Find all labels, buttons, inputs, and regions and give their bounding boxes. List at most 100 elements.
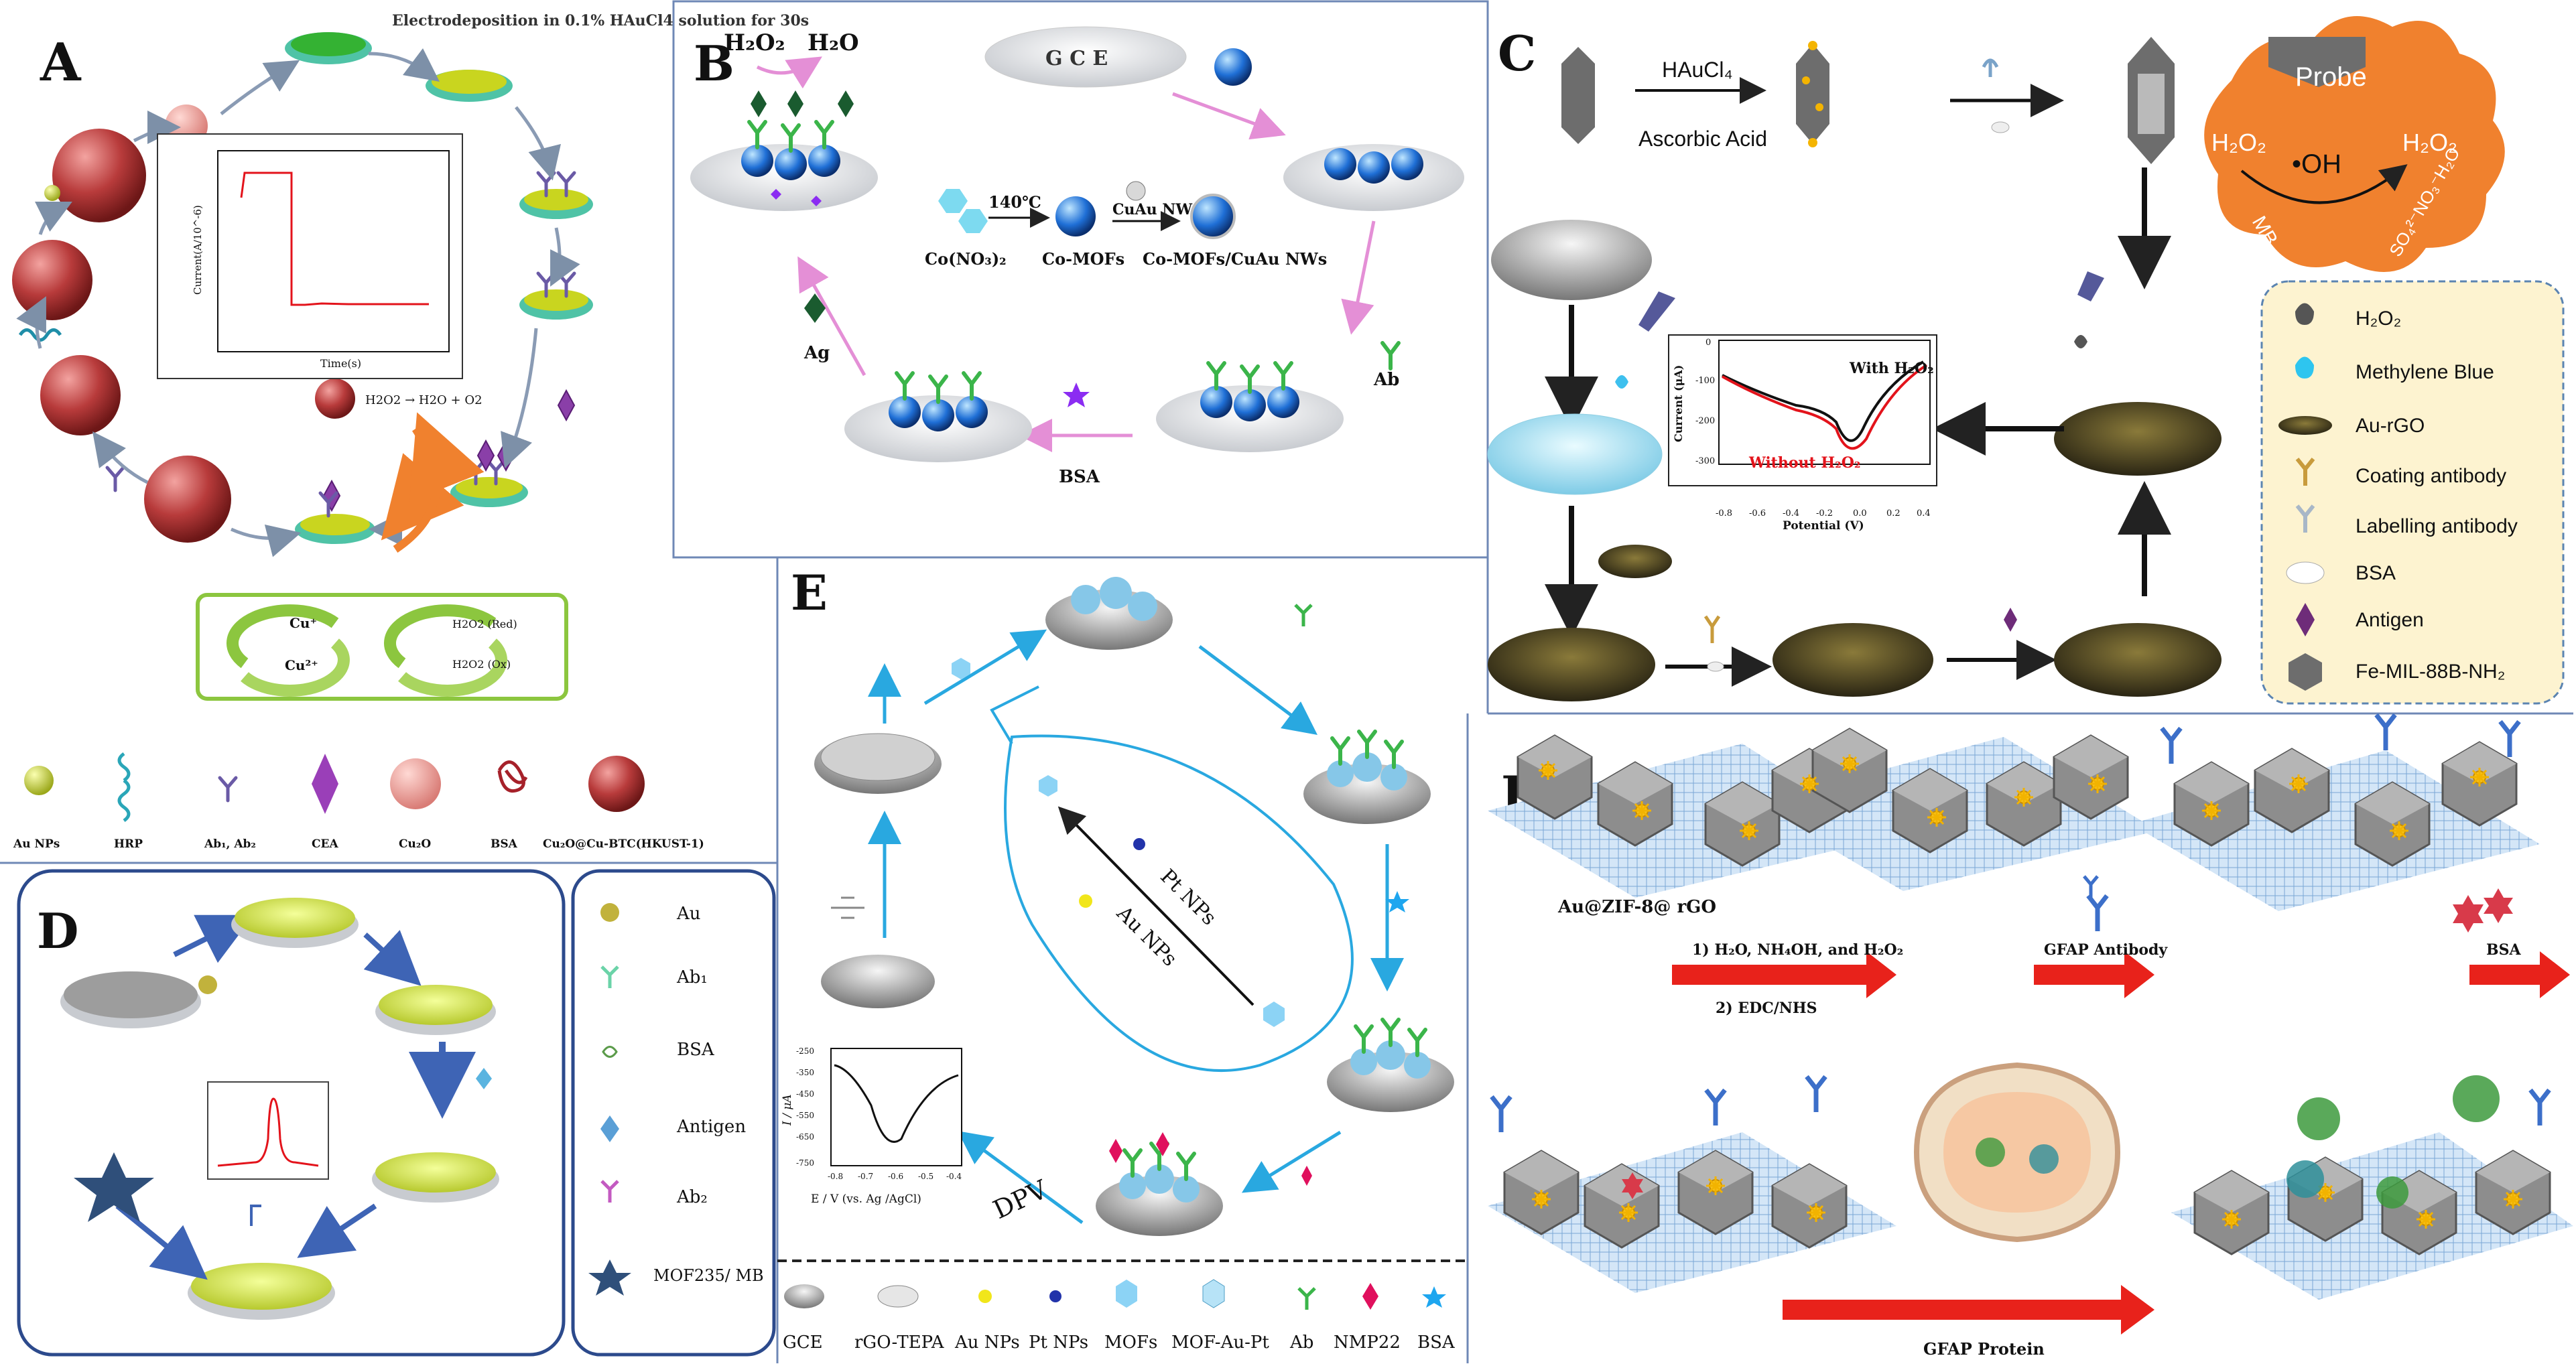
c-ytick-0: 0 — [1705, 338, 1711, 348]
c-xtick-1: -0.6 — [1749, 508, 1766, 519]
e-legend-mofs: MOFs — [1104, 1333, 1157, 1353]
c-xtick-2: -0.4 — [1783, 508, 1799, 519]
legend-hkust-icon — [588, 756, 645, 812]
d-legend-mof: MOF235/ MB — [653, 1266, 764, 1285]
e-legend-rgo: rGO-TEPA — [854, 1333, 945, 1353]
e-xtick-1: -0.7 — [858, 1172, 873, 1181]
e-legend-au: Au NPs — [954, 1333, 1020, 1353]
legend-fe-mil-icon — [2289, 653, 2322, 691]
e-xlabel: E / V (vs. Ag /AgCl) — [811, 1192, 921, 1206]
panel-c-letter: C — [1498, 25, 1536, 82]
c-legend-au-rgo: Au-rGO — [2356, 415, 2425, 437]
e-pt-nps: Pt NPs — [1155, 865, 1220, 930]
e-dpv: DPV — [988, 1174, 1052, 1225]
d-legend-bsa: BSA — [677, 1040, 715, 1060]
e-legend-pt-icon — [1049, 1290, 1061, 1302]
e-legend-gce-icon — [784, 1284, 824, 1308]
c-inset-xlabel: Potential (V) — [1783, 519, 1864, 533]
panel-a: A Electrodeposition in 0.1% HAuCl4 solut… — [12, 12, 809, 851]
d-legend-ab1-icon — [600, 965, 619, 988]
panel-b: B H₂O₂ H₂O G C E Ab — [690, 26, 1464, 487]
b-ag: Ag — [803, 343, 830, 363]
panel-a-reaction: H2O2 → H2O + O2 — [365, 393, 482, 407]
c-legend-fe-mil: Fe-MIL-88B-NH₂ — [2356, 661, 2505, 683]
b-bsa: BSA — [1059, 467, 1100, 487]
d-legend-ab2-icon — [600, 1180, 619, 1203]
e-legend-ab-icon — [1297, 1287, 1316, 1310]
panel-a-letter: A — [40, 32, 82, 93]
e-legend-mof-au-pt: MOF-Au-Pt — [1171, 1333, 1269, 1353]
d-legend-bsa-icon — [602, 1046, 618, 1058]
d-legend-mof-icon — [588, 1259, 631, 1296]
cycle-h2o2-red: H2O2 (Red) — [452, 618, 517, 630]
c-probe: Probe — [2295, 62, 2367, 92]
legend-cu2o: Cu₂O — [399, 837, 431, 851]
f-step4: GFAP Protein — [1923, 1339, 2045, 1359]
cycle-cu-plus: Cu⁺ — [289, 615, 317, 631]
e-xtick-0: -0.8 — [828, 1172, 843, 1181]
c-haucl4: HAuCl₄ — [1662, 58, 1733, 82]
e-ytick-5: -750 — [796, 1158, 814, 1168]
b-gce: G C E — [1045, 47, 1108, 70]
legend-coating-ab-icon — [2295, 458, 2315, 486]
d-legend-antigen: Antigen — [676, 1117, 746, 1137]
f-step1a: 1) H₂O, NH₄OH, and H₂O₂ — [1692, 941, 1903, 959]
e-legend-pt: Pt NPs — [1029, 1333, 1088, 1353]
f-step1b: 2) EDC/NHS — [1716, 1000, 1817, 1017]
b-co-no3: Co(NO₃)₂ — [925, 249, 1007, 269]
c-legend-mb: Methylene Blue — [2356, 361, 2494, 383]
c-legend-antigen: Antigen — [2356, 609, 2424, 631]
e-legend-bsa-icon — [1422, 1286, 1446, 1308]
b-h2o2: H₂O₂ — [724, 29, 785, 56]
e-legend-nmp22-icon — [1362, 1283, 1378, 1310]
c-inset-ylabel: Current (μA) — [1672, 365, 1685, 442]
b-temp: 140℃ — [988, 192, 1041, 212]
b-co-mofs: Co-MOFs — [1042, 249, 1124, 269]
e-ytick-3: -550 — [796, 1111, 814, 1120]
legend-mb-icon — [2295, 356, 2314, 379]
e-legend-nmp22: NMP22 — [1334, 1333, 1401, 1353]
d-legend-au-icon — [600, 903, 619, 922]
c-xtick-5: 0.2 — [1886, 508, 1901, 519]
e-legend-rgo-icon — [877, 1285, 919, 1308]
b-composite: Co-MOFs/CuAu NWs — [1143, 249, 1327, 269]
c-legend-coating: Coating antibody — [2356, 465, 2506, 487]
e-legend-ab: Ab — [1289, 1333, 1313, 1353]
c-ascorbic: Ascorbic Acid — [1638, 127, 1767, 151]
legend-hkust: Cu₂O@Cu-BTC(HKUST-1) — [543, 837, 704, 851]
c-inset-without: Without H₂O₂ — [1748, 454, 1861, 472]
legend-au-nps-icon — [24, 766, 54, 795]
c-ytick-3: -300 — [1695, 456, 1715, 466]
panel-a-inset-ylabel: Current(A/10^-6) — [192, 205, 204, 295]
c-legend-bsa: BSA — [2356, 562, 2396, 584]
legend-h2o2-icon — [2295, 303, 2314, 325]
legend-hrp: HRP — [114, 837, 143, 851]
d-legend-antigen-icon — [600, 1115, 619, 1142]
legend-hrp-icon — [117, 752, 131, 823]
e-legend-gce: GCE — [783, 1333, 823, 1353]
panel-c: C HAuCl₄ Ascorbic Acid Probe H₂O₂ H₂O₂ •… — [1487, 16, 2565, 705]
e-legend-mof-au-pt-icon — [1202, 1279, 1225, 1308]
panel-c-legend — [2260, 280, 2565, 705]
e-legend-au-icon — [978, 1290, 992, 1303]
panel-a-inset — [157, 133, 463, 379]
legend-au-rgo-icon — [2278, 416, 2332, 435]
e-ytick-2: -450 — [796, 1089, 814, 1099]
c-legend-labelling: Labelling antibody — [2356, 515, 2518, 537]
panel-d-letter: D — [37, 902, 78, 959]
c-xtick-0: -0.8 — [1716, 508, 1732, 519]
d-legend-ab1: Ab₁ — [676, 967, 708, 987]
e-ytick-4: -650 — [796, 1132, 814, 1142]
b-h2o: H₂O — [808, 29, 859, 56]
panel-a-header: Electrodeposition in 0.1% HAuCl4 solutio… — [392, 12, 809, 29]
c-inset-with: With H₂O₂ — [1849, 360, 1934, 377]
b-ab: Ab — [1373, 370, 1399, 390]
e-ylabel: I / μA — [781, 1094, 794, 1126]
c-xtick-3: -0.2 — [1816, 508, 1833, 519]
panel-a-inset-xlabel: Time(s) — [320, 357, 361, 370]
panel-f: F — [1488, 713, 2573, 1359]
f-step3: BSA — [2486, 941, 2521, 959]
f-step2: GFAP Antibody — [2044, 941, 2168, 959]
panel-d: D Au Ab₁ BSA Antigen Ab₂ MOF235/ MB — [37, 898, 764, 1320]
